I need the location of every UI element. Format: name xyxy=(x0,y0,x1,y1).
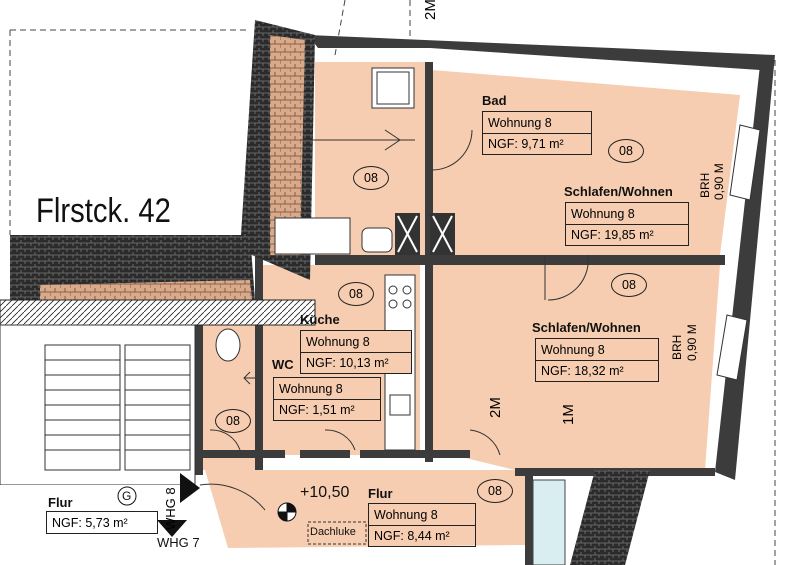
brh-value: 0,90 M xyxy=(712,163,726,200)
ngf-label: NGF: 1,51 m² xyxy=(274,399,380,420)
top-marker: 2M xyxy=(422,0,439,20)
bathtub xyxy=(274,217,351,255)
room-name-flur: Flur xyxy=(368,486,393,501)
room-box-kueche: Wohnung 8 NGF: 10,13 m² xyxy=(300,330,412,374)
ngf-label: NGF: 10,13 m² xyxy=(301,352,411,373)
room-box-flur: Wohnung 8 NGF: 8,44 m² xyxy=(368,503,476,547)
ngf-label: NGF: 5,73 m² xyxy=(52,515,128,530)
shower xyxy=(371,67,415,109)
unit-tag: 08 xyxy=(353,166,389,190)
whg8-arrow xyxy=(180,473,200,503)
brh-label: BRH xyxy=(670,334,684,360)
stair-symbol: G xyxy=(122,489,132,503)
unit-tag: 08 xyxy=(608,139,644,163)
whg7-arrow xyxy=(157,520,187,537)
marker-2m: 2M xyxy=(487,397,504,418)
elevation-label: +10,50 xyxy=(300,484,350,501)
room-box-schlafen1: Wohnung 8 NGF: 19,85 m² xyxy=(565,202,689,246)
toilet xyxy=(215,328,241,362)
unit-tag: 08 xyxy=(611,273,647,297)
dachluke-label: Dachluke xyxy=(310,526,356,538)
windows xyxy=(716,124,761,381)
room-box-schlafen2: Wohnung 8 NGF: 18,32 m² xyxy=(535,338,659,382)
apartment-label: Wohnung 8 xyxy=(571,206,635,221)
ngf-label: NGF: 9,71 m² xyxy=(483,133,591,154)
room-name-flur-stair: Flur xyxy=(48,495,73,510)
ngf-label: NGF: 8,44 m² xyxy=(369,525,475,546)
sink xyxy=(361,227,393,253)
unit-tag: 08 xyxy=(477,479,513,503)
whg8-label: WHG 8 xyxy=(163,487,178,530)
room-box-flur-stair: NGF: 5,73 m² xyxy=(46,511,158,534)
apartment-label: Wohnung 8 xyxy=(306,334,370,349)
whg7-label: WHG 7 xyxy=(157,535,200,550)
apartment-label: Wohnung 8 xyxy=(488,115,552,130)
parcel-label: Flrstck. 42 xyxy=(36,192,171,230)
apartment-label: Wohnung 8 xyxy=(279,381,343,396)
unit-tag: 08 xyxy=(215,409,251,433)
unit-tag: 08 xyxy=(338,282,374,306)
room-name-schlafen2: Schlafen/Wohnen xyxy=(532,320,641,335)
room-name-kueche: Küche xyxy=(300,312,340,327)
doors xyxy=(199,129,589,511)
room-name-schlafen1: Schlafen/Wohnen xyxy=(564,184,673,199)
ngf-label: NGF: 18,32 m² xyxy=(536,360,658,381)
staircase xyxy=(0,324,196,486)
marker-1m: 1M xyxy=(560,404,577,425)
apartment-label: Wohnung 8 xyxy=(374,507,438,522)
room-name-wc: WC xyxy=(272,357,294,372)
room-name-bad: Bad xyxy=(482,93,507,108)
room-box-bad: Wohnung 8 NGF: 9,71 m² xyxy=(482,111,592,155)
apartment-label: Wohnung 8 xyxy=(541,342,605,357)
brh-label: BRH xyxy=(698,172,712,198)
room-box-wc: Wohnung 8 NGF: 1,51 m² xyxy=(273,377,381,421)
brh-value: 0,90 M xyxy=(685,324,699,361)
ngf-label: NGF: 19,85 m² xyxy=(566,224,688,245)
